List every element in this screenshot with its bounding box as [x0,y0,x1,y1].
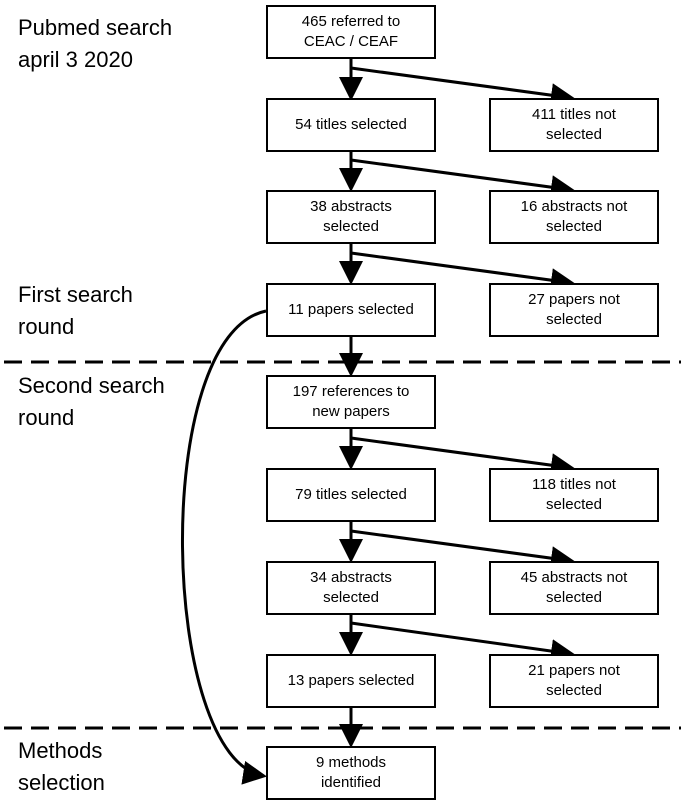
section-label-methods: Methods selection [18,738,105,795]
diagonal-arrow [350,529,575,571]
diagonal-arrow [350,66,575,108]
diagonal-arrow [350,251,575,293]
diagonal-arrow [350,436,575,478]
box-titles-selected-1: 54 titles selected [266,98,436,152]
section-label-first-round: First search round [18,282,133,339]
box-abstracts-not-selected-1: 16 abstracts not selected [489,190,659,244]
box-papers-not-selected-1: 27 papers not selected [489,283,659,337]
box-abstracts-selected-1: 38 abstracts selected [266,190,436,244]
box-methods-identified: 9 methods identified [266,746,436,800]
box-titles-selected-2: 79 titles selected [266,468,436,522]
box-titles-not-selected-2: 118 titles not selected [489,468,659,522]
curved-arrow [181,309,267,785]
box-references: 197 references to new papers [266,375,436,429]
section-label-pubmed: Pubmed search april 3 2020 [18,15,173,72]
box-papers-selected-2: 13 papers selected [266,654,436,708]
diagonal-arrow [350,158,575,200]
box-papers-not-selected-2: 21 papers not selected [489,654,659,708]
section-label-second-round: Second search round [18,373,165,430]
box-referred: 465 referred to CEAC / CEAF [266,5,436,59]
box-titles-not-selected-1: 411 titles not selected [489,98,659,152]
box-papers-selected-1: 11 papers selected [266,283,436,337]
box-abstracts-selected-2: 34 abstracts selected [266,561,436,615]
diagonal-arrow [350,621,575,663]
box-abstracts-not-selected-2: 45 abstracts not selected [489,561,659,615]
